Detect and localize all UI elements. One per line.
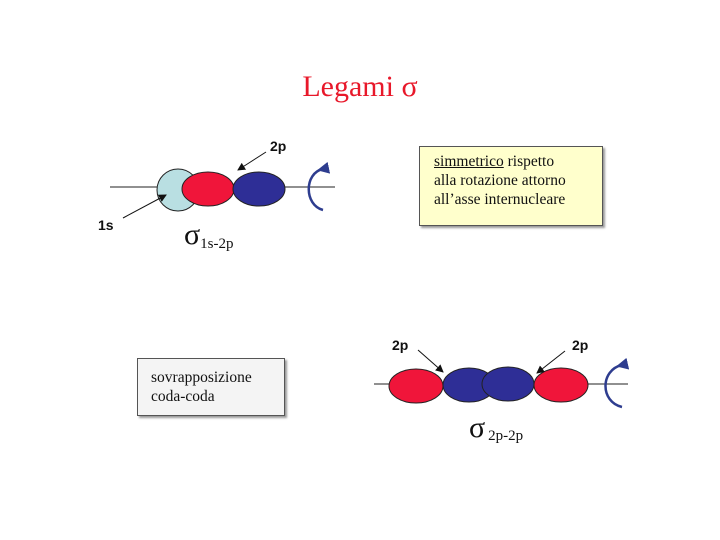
- lobe-2p-right-red: [533, 367, 589, 403]
- sigma-symbol-top: σ: [184, 218, 200, 251]
- overlap-line-1: sovrapposizione: [151, 369, 252, 386]
- pointer-2p-top: [237, 151, 267, 171]
- note-line-3: all’asse internucleare: [434, 191, 566, 208]
- lobe-2p-left-red: [388, 368, 444, 404]
- sigma-subscript-top: 1s-2p: [200, 236, 233, 252]
- note-line-1: simmetrico rispetto: [434, 152, 594, 171]
- lobe-2p-right-blue: [481, 366, 535, 402]
- rotation-arrow-bottom: [604, 357, 630, 409]
- label-1s: 1s: [98, 217, 114, 233]
- overlap-note-box: sovrapposizione coda-coda: [137, 358, 285, 416]
- lobe-2p-blue: [232, 171, 286, 207]
- pointer-1s: [122, 194, 167, 219]
- note-line-2: alla rotazione attorno: [434, 172, 566, 189]
- symmetry-note-box: simmetrico rispetto alla rotazione attor…: [419, 146, 603, 226]
- note-line-1-rest: rispetto: [503, 153, 555, 170]
- pointer-2p-right: [536, 350, 566, 374]
- overlap-line-2: coda-coda: [151, 388, 215, 405]
- rotation-arrow-top: [307, 161, 331, 212]
- sigma-subscript-bottom: 2p-2p: [488, 428, 523, 444]
- label-2p-left: 2p: [392, 337, 408, 353]
- pointer-2p-left: [417, 349, 444, 373]
- note-underlined-word: simmetrico: [434, 153, 504, 170]
- slide-title: Legami σ: [302, 70, 418, 103]
- sigma-1s-2p-label: σ1s-2p: [184, 218, 234, 252]
- label-2p-right: 2p: [572, 337, 588, 353]
- sigma-1s-2p-diagram: 2p 1s σ1s-2p: [98, 138, 335, 252]
- label-2p-top: 2p: [270, 138, 286, 154]
- sigma-symbol-bottom: σ: [469, 411, 485, 444]
- lobe-2p-red: [181, 171, 235, 207]
